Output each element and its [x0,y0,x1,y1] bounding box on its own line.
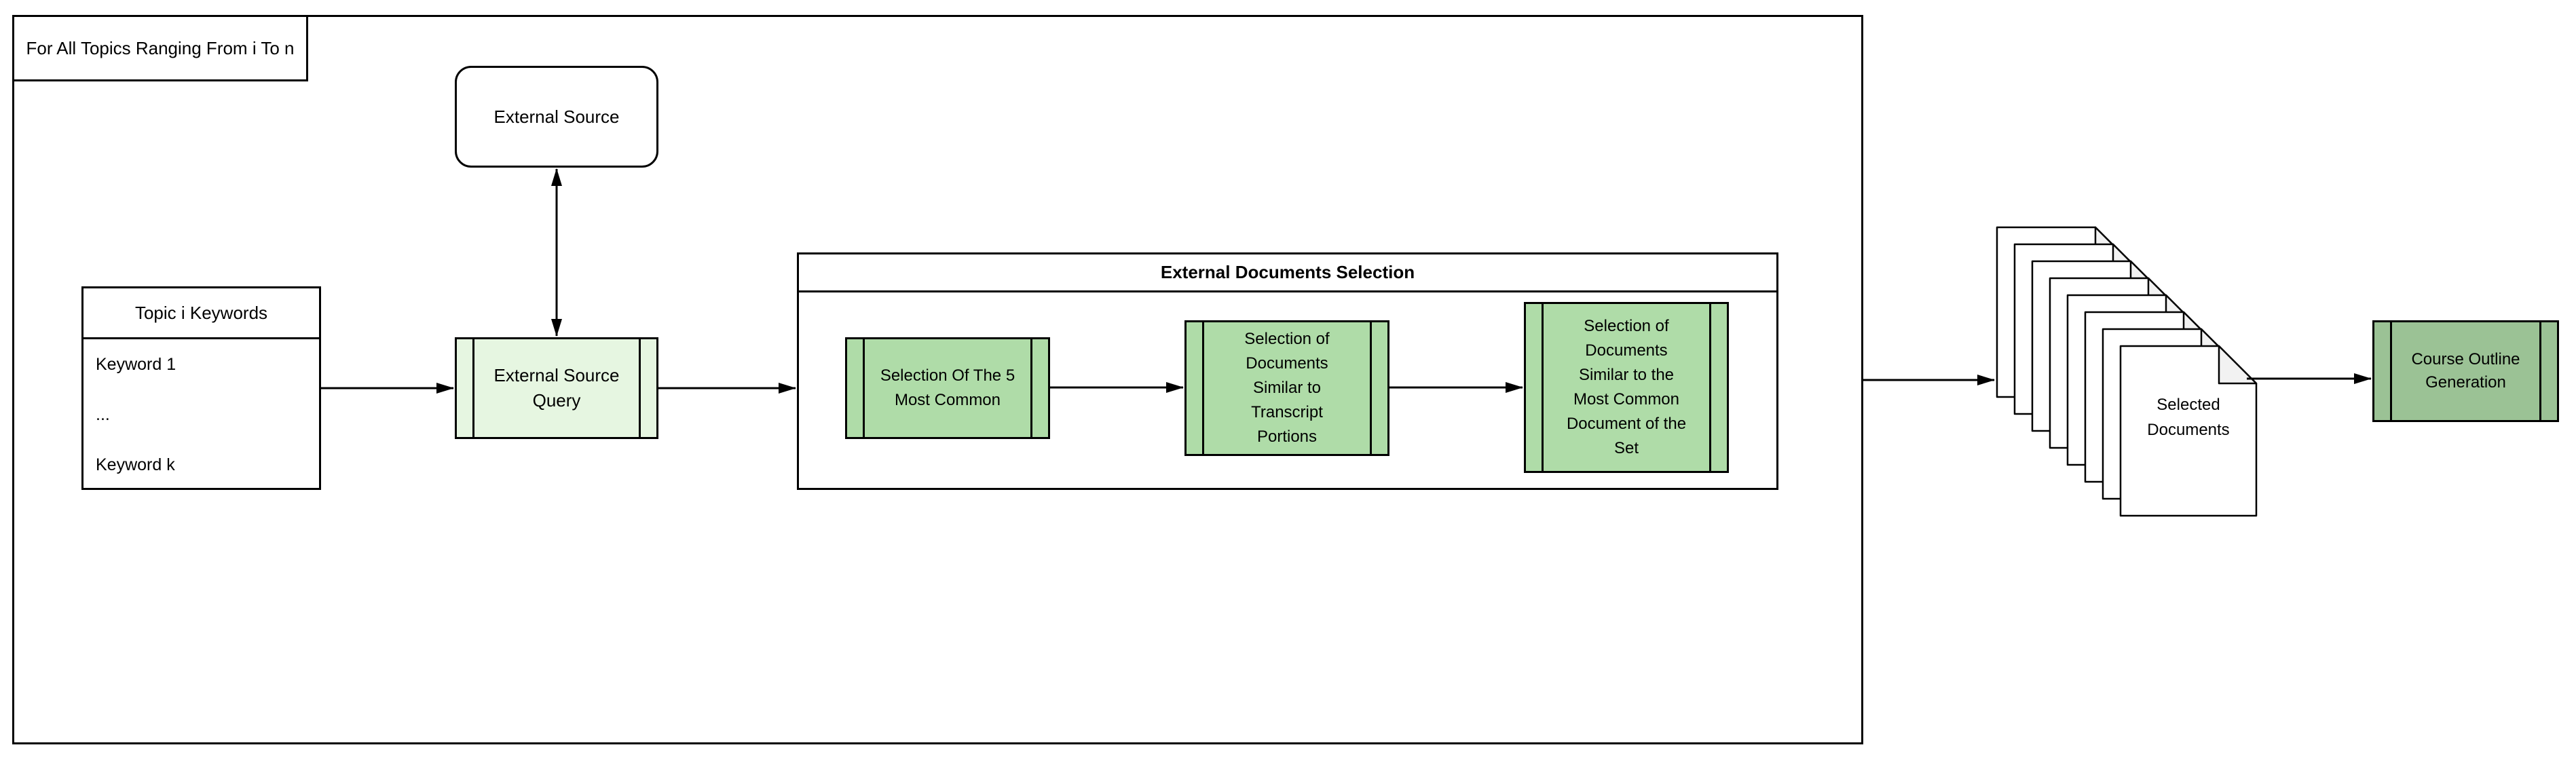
loop-label: For All Topics Ranging From i To n [12,15,308,81]
topic-keywords-title: Topic i Keywords [83,288,319,339]
selection-step-3-node: Selection of Documents Similar to the Mo… [1524,302,1729,473]
selected-documents-label: Selected Documents [2147,396,2230,439]
course-outline-generation-node: Course Outline Generation [2372,320,2559,422]
external-documents-selection-title: External Documents Selection [799,254,1776,292]
keyword-row: Keyword 1 [96,354,176,374]
external-source-node: External Source [455,66,658,168]
keyword-row: Keyword k [96,455,175,474]
subroutine-side-bars: Course Outline Generation [2390,322,2541,420]
selection-step-2-node: Selection of Documents Similar to Transc… [1184,320,1389,456]
selection-step-3-label: Selection of Documents Similar to the Mo… [1566,317,1687,457]
document-stack-icon [1996,226,2258,517]
external-source-query-node: External Source Query [455,337,658,439]
course-outline-generation-label: Course Outline Generation [2411,350,2520,392]
subroutine-side-bars: Selection Of The 5 Most Common [863,339,1032,437]
external-source-query-label: External Source Query [493,365,620,411]
subroutine-side-bars: Selection of Documents Similar to the Mo… [1542,304,1711,471]
selection-step-1-label: Selection Of The 5 Most Common [880,366,1015,409]
subroutine-side-bars: Selection of Documents Similar to Transc… [1202,322,1372,454]
subroutine-side-bars: External Source Query [472,339,641,437]
selection-step-2-label: Selection of Documents Similar to Transc… [1244,330,1330,446]
keyword-row: ... [96,404,110,424]
topic-keywords-table: Topic i Keywords Keyword 1 ... Keyword k [81,286,321,490]
external-documents-selection-container: External Documents Selection Selection O… [797,252,1778,490]
selection-step-1-node: Selection Of The 5 Most Common [845,337,1050,439]
